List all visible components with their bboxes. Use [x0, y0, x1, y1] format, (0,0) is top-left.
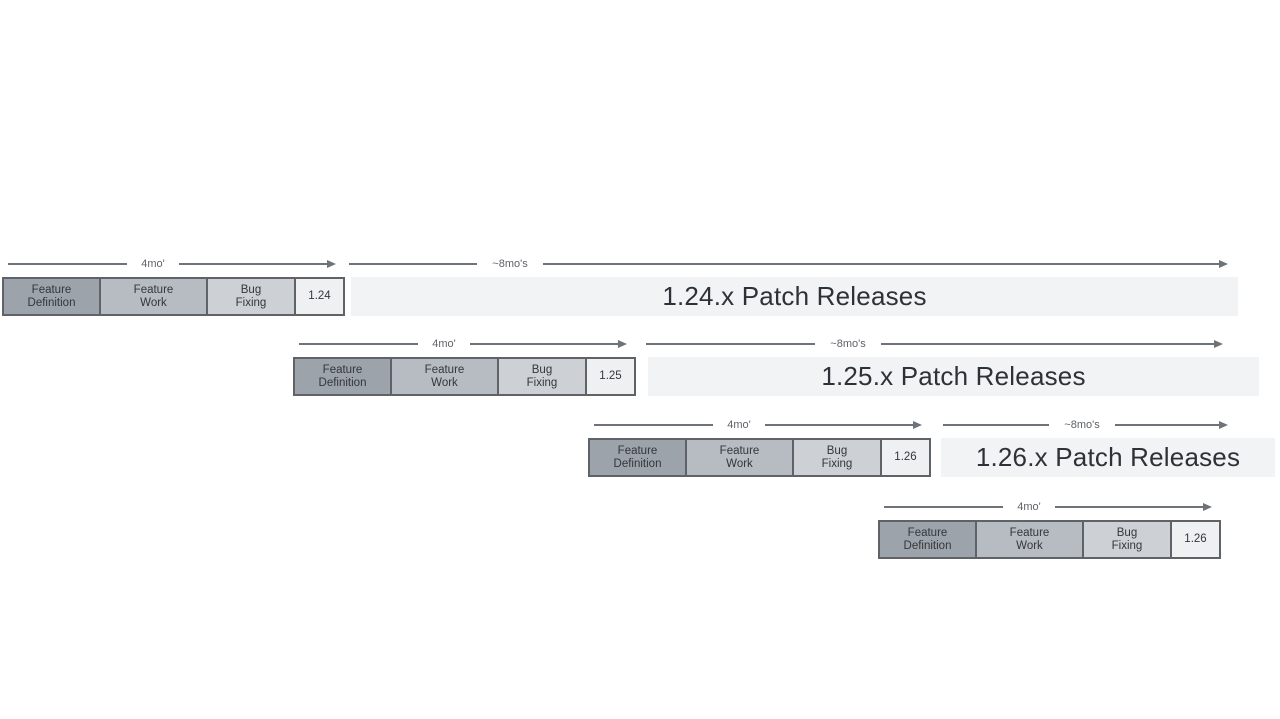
patch-duration-arrow: ~8mo's: [349, 257, 1228, 275]
dev-duration-arrow-line: [884, 506, 1003, 508]
patch-duration-arrow-line: [646, 343, 815, 345]
arrowhead-icon: [618, 339, 627, 348]
patch-releases-bar: 1.25.x Patch Releases: [648, 357, 1259, 396]
patch-duration-arrow-line: [943, 424, 1049, 426]
dev-duration-arrow: 4mo': [884, 500, 1212, 518]
patch-duration-arrow-line: [881, 343, 1215, 345]
patch-duration-arrow-line: [349, 263, 477, 265]
dev-duration-arrow-label: 4mo': [1017, 501, 1041, 513]
patch-duration-arrow-label: ~8mo's: [830, 338, 866, 350]
arrowhead-icon: [913, 420, 922, 429]
phase-box-feature-definition: Feature Definition: [878, 520, 977, 559]
phase-box-feature-definition: Feature Definition: [588, 438, 687, 477]
dev-duration-arrow: 4mo': [594, 418, 922, 436]
arrowhead-icon: [1219, 259, 1228, 268]
dev-duration-arrow: 4mo': [8, 257, 336, 275]
version-box: 1.26: [880, 438, 931, 477]
phase-box-feature-work: Feature Work: [390, 357, 499, 396]
arrowhead-icon: [1219, 420, 1228, 429]
phase-box-feature-work: Feature Work: [975, 520, 1084, 559]
version-box: 1.25: [585, 357, 636, 396]
dev-duration-arrow-label: 4mo': [432, 338, 456, 350]
dev-duration-arrow-label: 4mo': [141, 258, 165, 270]
phase-box-feature-definition: Feature Definition: [293, 357, 392, 396]
dev-duration-arrow-line: [179, 263, 328, 265]
patch-duration-arrow: ~8mo's: [943, 418, 1228, 436]
dev-duration-arrow-label: 4mo': [727, 419, 751, 431]
patch-duration-arrow-line: [543, 263, 1220, 265]
dev-duration-arrow-line: [8, 263, 127, 265]
patch-duration-arrow-label: ~8mo's: [1064, 419, 1100, 431]
dev-duration-arrow-line: [594, 424, 713, 426]
patch-duration-arrow-label: ~8mo's: [492, 258, 528, 270]
phase-box-bug-fixing: Bug Fixing: [1082, 520, 1172, 559]
dev-duration-arrow-line: [1055, 506, 1204, 508]
dev-duration-arrow: 4mo': [299, 337, 627, 355]
arrowhead-icon: [327, 259, 336, 268]
phase-box-feature-work: Feature Work: [99, 277, 208, 316]
arrowhead-icon: [1203, 502, 1212, 511]
phase-box-bug-fixing: Bug Fixing: [206, 277, 296, 316]
patch-releases-bar: 1.24.x Patch Releases: [351, 277, 1238, 316]
phase-box-bug-fixing: Bug Fixing: [497, 357, 587, 396]
phase-box-feature-work: Feature Work: [685, 438, 794, 477]
arrowhead-icon: [1214, 339, 1223, 348]
patch-releases-bar: 1.26.x Patch Releases: [941, 438, 1275, 477]
patch-duration-arrow-line: [1115, 424, 1220, 426]
version-box: 1.24: [294, 277, 345, 316]
phase-box-bug-fixing: Bug Fixing: [792, 438, 882, 477]
dev-duration-arrow-line: [299, 343, 418, 345]
dev-duration-arrow-line: [470, 343, 619, 345]
phase-box-feature-definition: Feature Definition: [2, 277, 101, 316]
dev-duration-arrow-line: [765, 424, 914, 426]
version-box: 1.26: [1170, 520, 1221, 559]
patch-duration-arrow: ~8mo's: [646, 337, 1223, 355]
